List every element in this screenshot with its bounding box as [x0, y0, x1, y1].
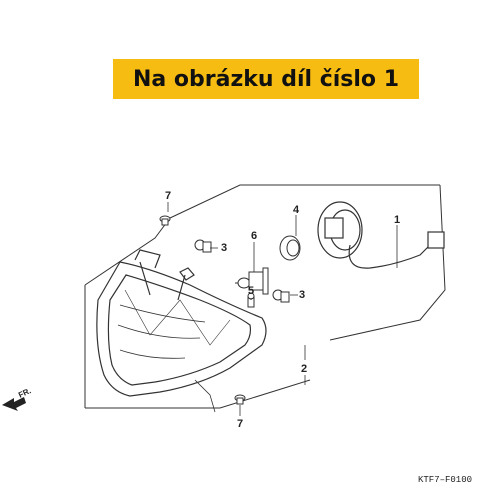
callout-5: 5 — [248, 285, 254, 297]
bulb-part-6 — [235, 267, 269, 295]
screw-part-3-lower — [272, 289, 290, 303]
headlight-socket-part-1 — [317, 201, 445, 269]
front-direction-label: FR. — [17, 386, 32, 400]
screw-part-7-upper — [159, 215, 171, 226]
screw-part-7-lower — [234, 394, 246, 405]
headlight-housing — [96, 249, 267, 413]
callout-3-upper: 3 — [221, 242, 227, 254]
assembly-frame — [84, 184, 446, 409]
callout-7-lower: 7 — [237, 418, 243, 430]
callout-4: 4 — [293, 204, 300, 216]
callout-6: 6 — [251, 230, 257, 242]
callout-7-upper: 7 — [165, 190, 171, 202]
callout-1: 1 — [394, 214, 400, 226]
front-direction-arrow-icon: FR. — [2, 386, 33, 411]
callout-2: 2 — [301, 363, 307, 375]
leader-lines — [167, 202, 398, 416]
position-bulb-part-5 — [247, 292, 255, 308]
diagram-code: KTF7–F0100 — [418, 475, 473, 485]
highlight-banner: Na obrázku díl číslo 1 — [113, 59, 419, 99]
bulb-cap-part-4 — [279, 235, 301, 261]
callout-3-lower: 3 — [299, 289, 305, 301]
banner-text: Na obrázku díl číslo 1 — [132, 66, 400, 92]
screw-part-3-upper — [194, 239, 212, 253]
